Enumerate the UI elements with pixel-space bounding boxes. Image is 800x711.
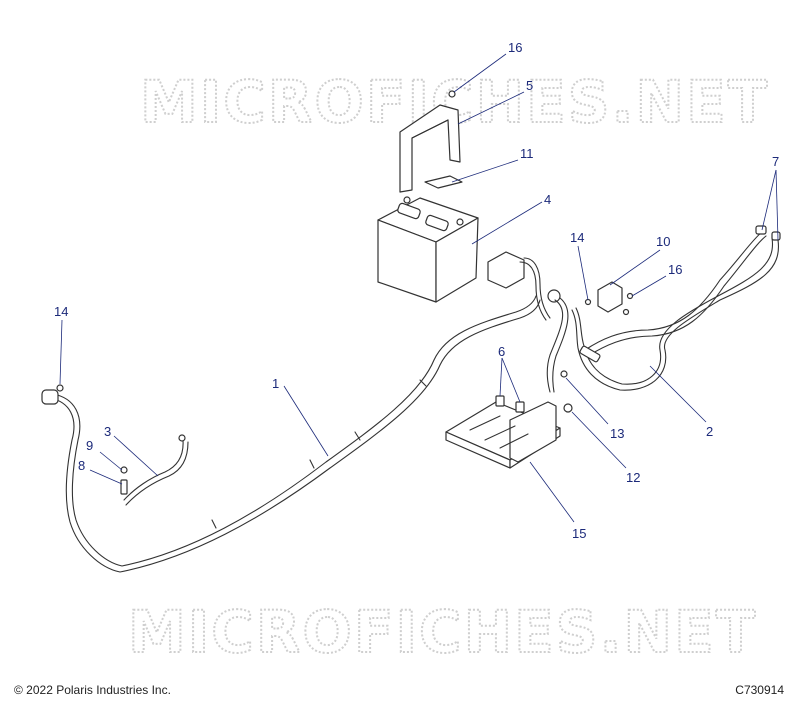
nut-14-right: [584, 298, 592, 306]
nut-16-top: [448, 90, 456, 98]
battery-pad: [424, 175, 463, 189]
callout-16-right[interactable]: 16: [668, 262, 682, 277]
ground-strap: [123, 434, 189, 506]
callout-15[interactable]: 15: [572, 526, 586, 541]
battery: [377, 196, 479, 303]
callout-12[interactable]: 12: [626, 470, 640, 485]
nut-14-left: [56, 384, 64, 392]
callout-9[interactable]: 9: [86, 438, 93, 453]
callout-14-left[interactable]: 14: [54, 304, 68, 319]
bolt-13: [560, 370, 568, 378]
main-cable-terminal: [41, 389, 59, 405]
callout-4[interactable]: 4: [544, 192, 551, 207]
callout-7[interactable]: 7: [772, 154, 779, 169]
battery-cables: [546, 225, 781, 393]
callout-13[interactable]: 13: [610, 426, 624, 441]
nut-16-right: [626, 292, 634, 300]
callouts: 16 5 11 4 7 14 10 16 14 1 6 3 9 8 13 2 1…: [54, 40, 779, 541]
relay-bracket: [584, 281, 634, 316]
callout-14-right[interactable]: 14: [570, 230, 584, 245]
callout-10[interactable]: 10: [656, 234, 670, 249]
watermark-bottom: MICROFICHES.NET: [128, 598, 757, 666]
nut-12: [563, 403, 573, 413]
bolt-8-9: [56, 384, 128, 495]
callout-2[interactable]: 2: [706, 424, 713, 439]
callout-6[interactable]: 6: [498, 344, 505, 359]
battery-tray: [445, 401, 561, 469]
main-cable: [41, 295, 541, 573]
relay-block: [487, 251, 561, 321]
diagram-code: C730914: [735, 683, 784, 697]
callout-3[interactable]: 3: [104, 424, 111, 439]
callout-1[interactable]: 1: [272, 376, 279, 391]
callout-16-top[interactable]: 16: [508, 40, 522, 55]
callout-8[interactable]: 8: [78, 458, 85, 473]
copyright-notice: © 2022 Polaris Industries Inc.: [14, 683, 171, 697]
battery-hold-down: [399, 104, 461, 193]
callout-11[interactable]: 11: [520, 146, 534, 161]
leader-lines: [59, 53, 779, 523]
callout-5[interactable]: 5: [526, 78, 533, 93]
